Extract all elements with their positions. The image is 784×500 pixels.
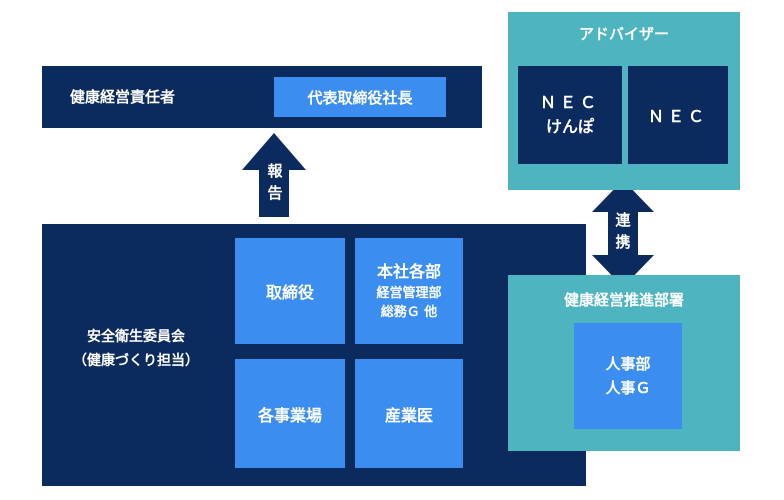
promotion-box: 健康経営推進部署 人事部 人事Ｇ	[508, 275, 740, 451]
report-arrow	[242, 133, 306, 217]
ceo-role-label: 代表取締役社長	[307, 88, 413, 107]
link-label: 連 携	[615, 211, 631, 251]
advisor-nec: ＮＥＣ	[628, 66, 728, 164]
health-manager-label: 健康経営責任者	[70, 88, 176, 106]
advisor-box: アドバイザー ＮＥＣ けんぽ ＮＥＣ	[508, 12, 740, 190]
promotion-hr: 人事部 人事Ｇ	[574, 323, 682, 429]
health-manager-bar: 健康経営責任者 代表取締役社長	[42, 66, 482, 128]
ceo-role-box: 代表取締役社長	[274, 77, 446, 117]
advisor-nec-kenpo: ＮＥＣ けんぽ	[518, 66, 622, 164]
link-arrow	[592, 180, 654, 287]
committee-name: 安全衛生委員会	[87, 329, 185, 345]
member-industrial-doctor: 産業医	[355, 359, 463, 468]
report-label: 報 告	[267, 162, 283, 202]
committee-box: 安全衛生委員会 （健康づくり担当） 取締役 本社各部 経営管理部 総務Ｇ 他 各…	[42, 224, 586, 486]
committee-title: 安全衛生委員会 （健康づくり担当）	[52, 325, 220, 373]
member-headquarters: 本社各部 経営管理部 総務Ｇ 他	[355, 238, 463, 344]
promotion-title: 健康経営推進部署	[563, 291, 684, 309]
committee-subtitle: （健康づくり担当）	[73, 353, 199, 369]
member-directors: 取締役	[235, 238, 345, 344]
advisor-title: アドバイザー	[578, 25, 669, 43]
member-sites: 各事業場	[235, 359, 345, 468]
